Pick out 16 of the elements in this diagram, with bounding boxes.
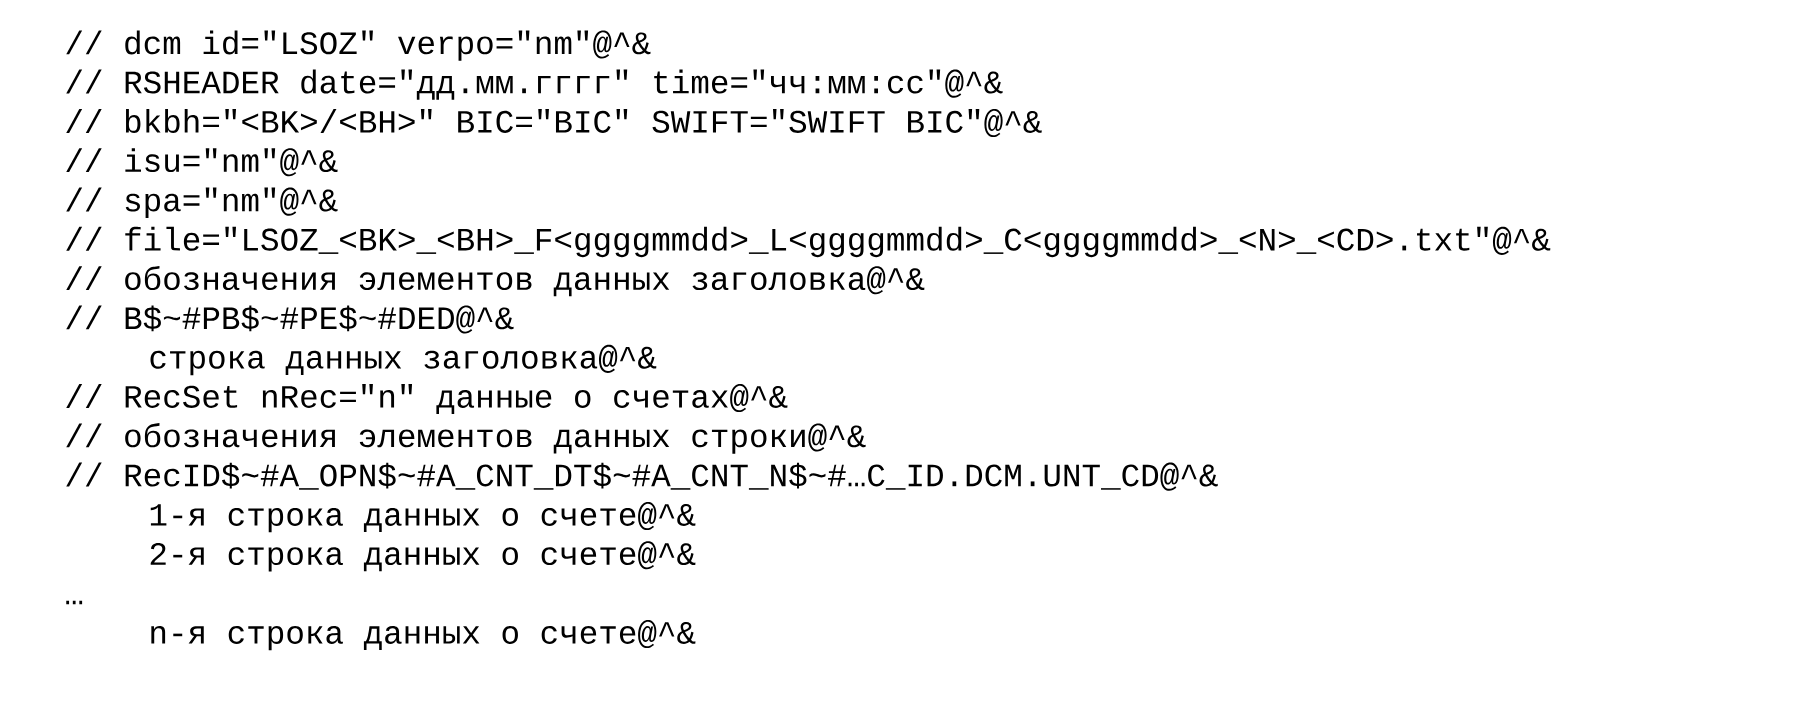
code-line: 1-я строка данных о счете@^&	[150, 502, 696, 533]
code-line: // B$~#PB$~#PE$~#DED@^&	[66, 305, 514, 334]
code-line: // file="LSOZ_<BK>_<BH>_F<ggggmmdd>_L<ggggmmdd>_C<ggggmmdd>_<N>_<CD>.txt"@^&	[66, 226, 1551, 258]
code-line: // isu="nm"@^&	[66, 148, 338, 177]
code-line: // обозначения элементов данных заголовка@^&	[66, 265, 925, 297]
code-line: n-я строка данных о счете@^&	[151, 620, 696, 651]
code-line: // RecSet nRec="n" данные о счетах@^&	[66, 384, 788, 415]
code-line: // RecID$~#A_OPN$~#A_CNT_DT$~#A_CNT_N$~#…C_ID.DCM.UNT_CD@^&	[66, 462, 1218, 491]
code-line: // RSHEADER date="дд.мм.гггг" time="чч:мм:сс"@^&	[66, 69, 1003, 100]
code-line: // обозначения элементов данных строки@^&	[66, 423, 866, 454]
code-line: // dcm id="LSOZ" verpo="nm"@^&	[66, 30, 651, 61]
code-line: // bkbh="<BK>/<BH>" BIC="BIC" SWIFT="SWIFT BIC"@^&	[66, 109, 1042, 138]
code-line: строка данных заголовка@^&	[150, 344, 657, 376]
code-line: // spa="nm"@^&	[66, 187, 338, 218]
code-line: 2-я строка данных о счете@^&	[150, 541, 696, 572]
code-line: …	[66, 600, 83, 605]
